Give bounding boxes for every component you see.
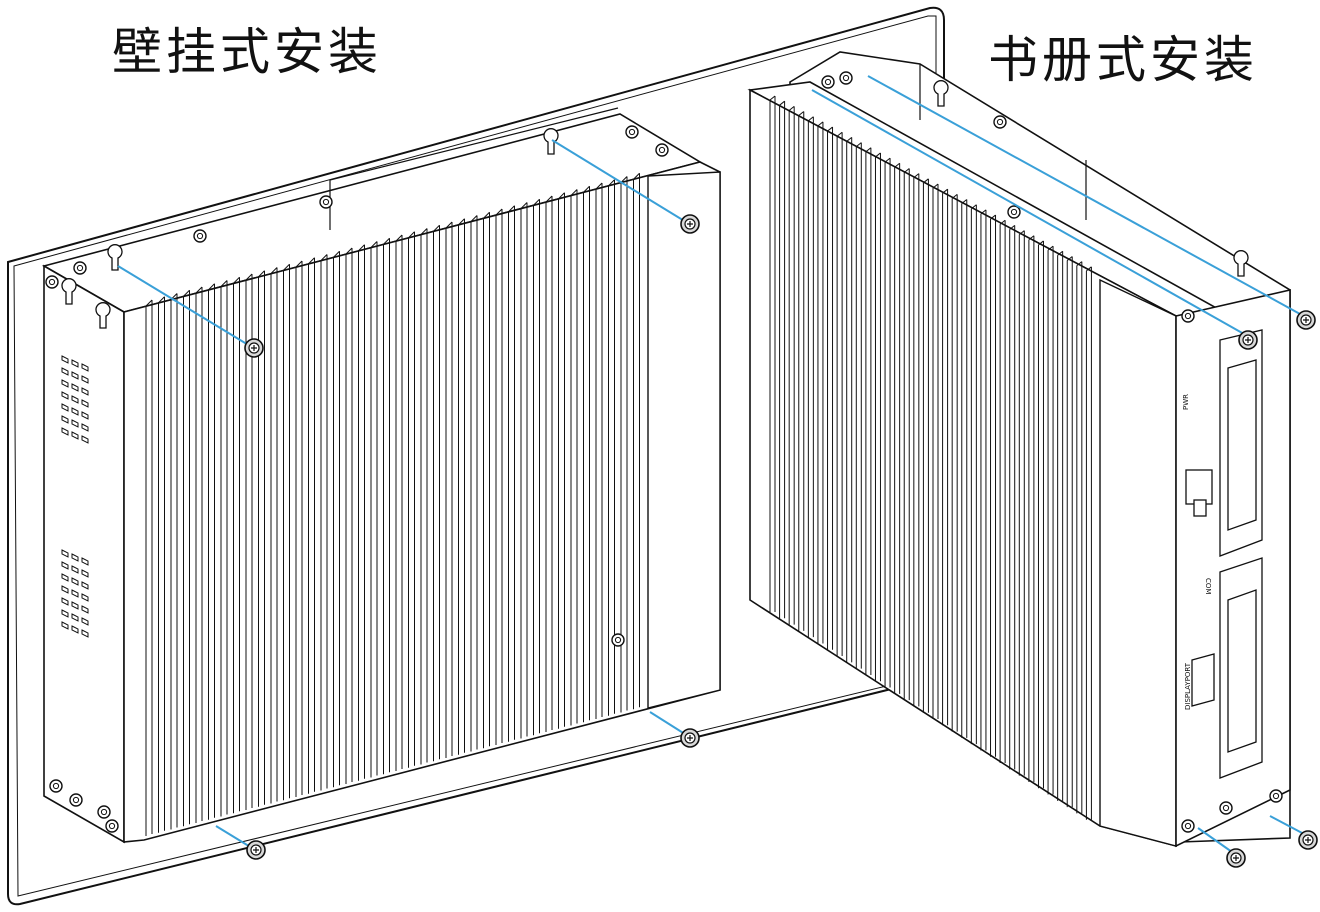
mounting-guide-lines xyxy=(811,75,1305,853)
com-port-label: COM xyxy=(1204,578,1212,594)
keyhole-icon xyxy=(933,80,1249,277)
keyhole-icon xyxy=(61,128,559,329)
power-port-label: PWR xyxy=(1182,394,1190,410)
display-port-label: DISPLAYPORT xyxy=(1184,662,1192,710)
connector-icon xyxy=(1185,329,1263,779)
wall-mount-assembly xyxy=(7,6,945,906)
book-mount-assembly: PWR COM DISPLAYPORT xyxy=(747,51,1318,868)
mounting-guide-lines xyxy=(117,139,689,849)
io-port-labels: PWR COM DISPLAYPORT xyxy=(1182,394,1212,710)
wall-mount-caption: 壁挂式安装 xyxy=(112,23,382,81)
book-mount-caption: 书册式安装 xyxy=(988,31,1258,89)
heatsink-fins xyxy=(769,95,1092,820)
wall-box-side xyxy=(43,264,125,844)
vent-slot-icon xyxy=(61,355,89,638)
heatsink-fins xyxy=(145,172,640,836)
